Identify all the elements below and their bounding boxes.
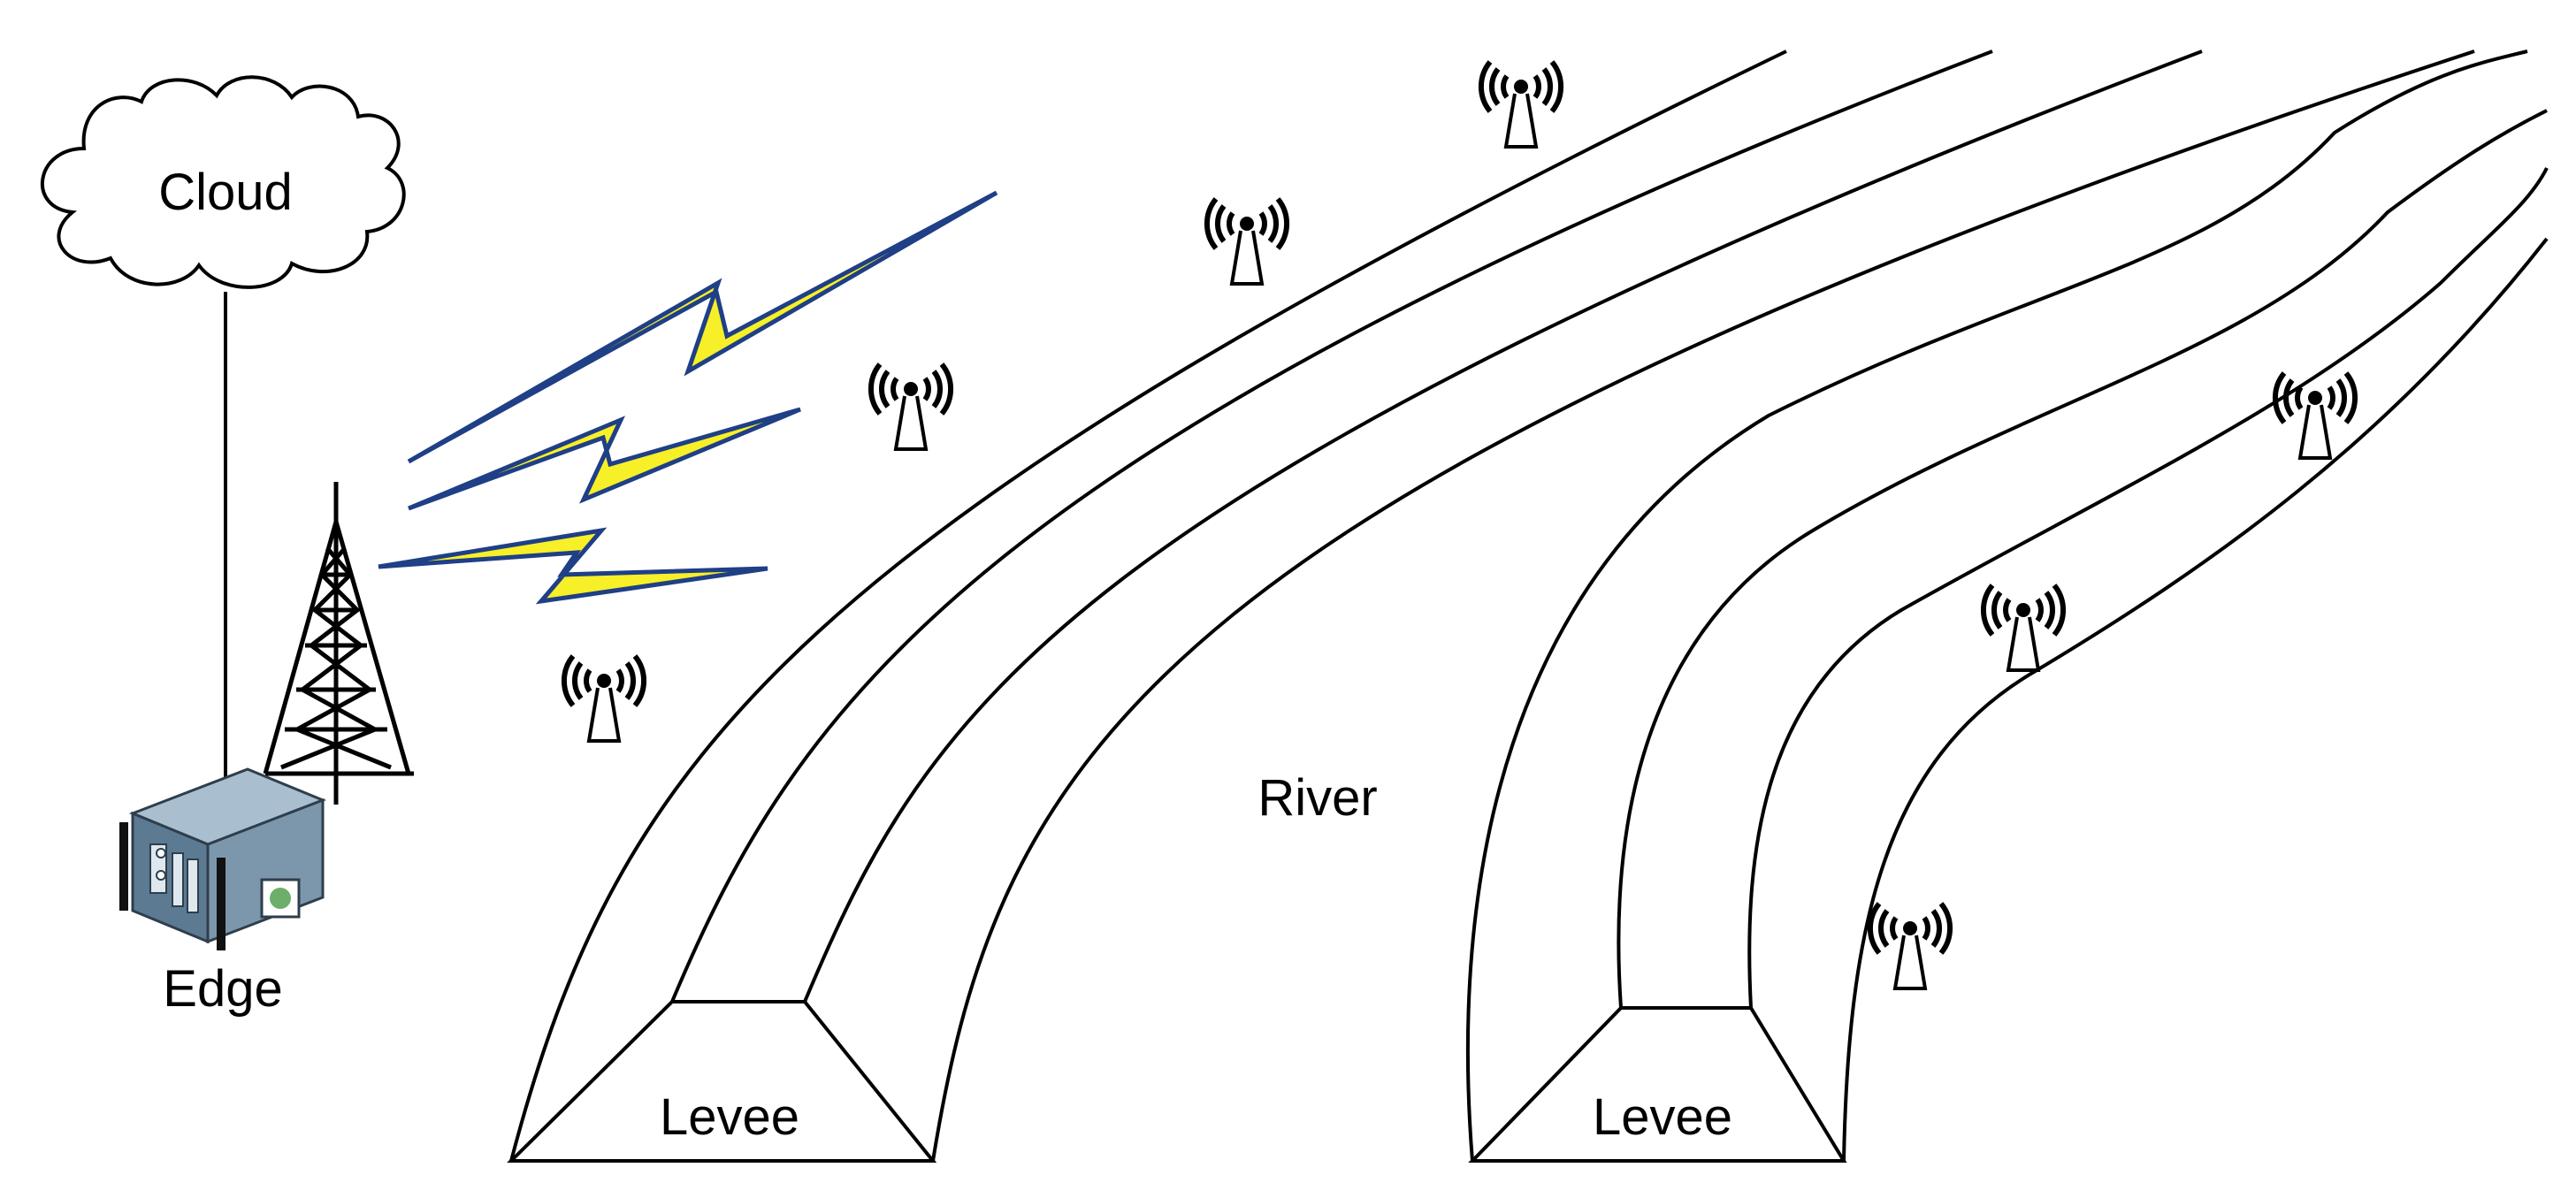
right-levee-cross-section (1468, 1006, 1847, 1163)
edge-label: Edge (163, 960, 282, 1018)
wireless-sensor-icon (564, 656, 644, 741)
lightning-signal-icon (408, 407, 801, 511)
sensor-7 (2275, 373, 2355, 458)
sensor-5 (1870, 904, 1950, 988)
right-levee-label: Levee (1593, 1088, 1732, 1146)
left-levee-outer-edge (509, 50, 1787, 1162)
lightning-signals (378, 190, 998, 605)
cloud-node: Cloud (40, 75, 406, 289)
left-levee-crest-edge-1 (670, 50, 1993, 1003)
edge-server-icon (119, 767, 327, 950)
lightning-signal-icon (407, 190, 998, 464)
wireless-sensor-icon (1481, 62, 1561, 147)
right-levee-crest-edge-1 (1617, 109, 2548, 1009)
wireless-sensor-icon (2275, 373, 2355, 458)
wireless-sensor-icon (1870, 904, 1950, 988)
right-levee-outer-edge (1465, 50, 2528, 1162)
left-levee (507, 50, 2475, 1163)
left-levee-crest-edge-2 (803, 50, 2203, 1003)
cloud-label: Cloud (158, 164, 293, 221)
wireless-sensor-icon (1207, 199, 1287, 284)
wireless-sensor-icon (871, 364, 951, 449)
left-levee-inner-edge (931, 50, 2475, 1162)
right-levee-crest-edge-2 (1747, 167, 2549, 1009)
lightning-signal-icon (378, 527, 768, 605)
sensor-2 (871, 364, 951, 449)
sensor-3 (1207, 199, 1287, 284)
sensor-4 (1481, 62, 1561, 147)
right-levee-inner-edge (1842, 237, 2549, 1162)
cloud-icon (40, 75, 406, 289)
sensor-1 (564, 656, 644, 741)
wireless-sensor-icon (1984, 585, 2063, 670)
right-levee (1465, 50, 2549, 1163)
sensor-6 (1984, 585, 2063, 670)
cell-tower-icon (263, 482, 414, 805)
left-levee-cross-section (507, 1000, 937, 1163)
left-levee-label: Levee (660, 1088, 799, 1146)
river-label: River (1257, 769, 1377, 827)
